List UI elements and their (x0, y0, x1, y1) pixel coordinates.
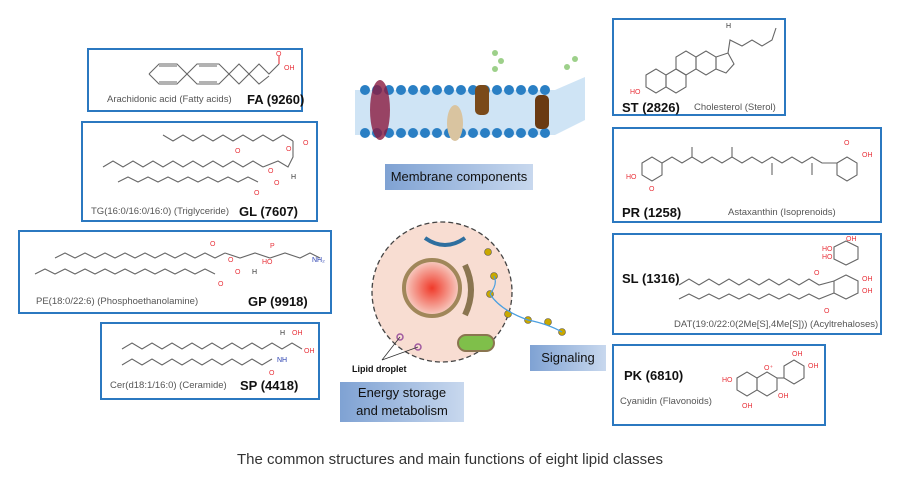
svg-text:OH: OH (862, 276, 873, 283)
svg-text:O: O (235, 269, 241, 276)
sp-class-code: SP (4418) (240, 378, 299, 393)
acyltrehalose-structure: OH HO HO OH OH O O (678, 236, 873, 315)
svg-text:HO: HO (626, 174, 637, 181)
membrane-components-label: Membrane components (385, 164, 533, 190)
svg-text:O: O (218, 281, 224, 288)
signaling-label: Signaling (530, 345, 606, 371)
svg-text:O: O (824, 308, 830, 315)
svg-text:O: O (286, 146, 292, 153)
svg-text:P: P (270, 243, 275, 250)
svg-text:O⁺: O⁺ (764, 365, 773, 372)
fa-example-name: Arachidonic acid (Fatty acids) (107, 94, 232, 105)
pr-box: HO O O OH PR (1258) Astaxanthin (Isopren… (612, 127, 882, 223)
lipid-droplet-label: Lipid droplet (352, 364, 407, 374)
cholesterol-structure: HO H (630, 23, 777, 96)
svg-text:O: O (254, 190, 260, 197)
sp-box: OH OH NH O H Cer(d18:1/16:0) (Ceramide) … (100, 322, 320, 400)
svg-text:HO: HO (722, 377, 733, 384)
svg-text:HO: HO (822, 254, 833, 261)
svg-text:O: O (844, 140, 850, 147)
gl-box: O O O O O O H TG(16:0/16:0/16:0) (Trigly… (81, 121, 318, 222)
svg-text:O: O (276, 51, 282, 58)
cyanidin-structure: HO O⁺ OH OH OH OH (722, 351, 819, 410)
svg-text:OH: OH (846, 236, 857, 243)
cell-membrane-illustration (355, 50, 585, 141)
svg-text:O: O (274, 180, 280, 187)
svg-text:O: O (228, 257, 234, 264)
sp-example-name: Cer(d18:1/16:0) (Ceramide) (110, 380, 227, 391)
gp-class-code: GP (9918) (248, 294, 308, 309)
astaxanthin-structure: HO O O OH (626, 140, 873, 193)
pk-example-name: Cyanidin (Flavonoids) (620, 396, 712, 407)
fa-box: O OH Arachidonic acid (Fatty acids) FA (… (87, 48, 305, 112)
svg-text:O: O (649, 186, 655, 193)
svg-text:OH: OH (742, 403, 753, 410)
svg-text:OH: OH (862, 152, 873, 159)
gl-class-code: GL (7607) (239, 204, 299, 219)
gp-box: O O O O P HO H NH₂ PE(18:0/22:6) (Phosph… (18, 230, 332, 314)
gp-example-name: PE(18:0/22:6) (Phosphoethanolamine) (36, 296, 199, 307)
energy-storage-label: Energy storage and metabolism (340, 382, 464, 422)
pr-example-name: Astaxanthin (Isoprenoids) (728, 207, 836, 218)
fa-class-code: FA (9260) (247, 92, 305, 107)
svg-text:O: O (303, 140, 309, 147)
svg-text:HO: HO (630, 89, 641, 96)
svg-text:OH: OH (292, 330, 303, 337)
svg-text:O: O (268, 168, 274, 175)
figure-caption: The common structures and main functions… (236, 451, 664, 468)
sl-class-code: SL (1316) (622, 271, 680, 286)
svg-text:NH₂: NH₂ (312, 257, 325, 264)
svg-text:HO: HO (822, 246, 833, 253)
svg-text:O: O (235, 148, 241, 155)
svg-text:O: O (210, 241, 216, 248)
svg-text:H: H (291, 174, 296, 181)
sl-box: OH HO HO OH OH O O SL (1316) DAT(19:0/22… (612, 233, 882, 335)
cell-illustration (371, 221, 566, 363)
svg-text:H: H (726, 23, 731, 30)
svg-text:OH: OH (778, 393, 789, 400)
pk-class-code: PK (6810) (624, 368, 684, 383)
svg-text:OH: OH (862, 288, 873, 295)
svg-text:H: H (280, 330, 285, 337)
sl-example-name: DAT(19:0/22:0(2Me[S],4Me[S])) (Acyltreha… (674, 319, 879, 330)
svg-text:OH: OH (304, 348, 315, 355)
phosphoethanolamine-structure: O O O O P HO H NH₂ (34, 241, 325, 288)
pk-box: PK (6810) Cyanidin (Flavonoids) HO O⁺ OH… (612, 344, 826, 426)
energy-label-line1: Energy storage (357, 385, 447, 400)
svg-text:NH: NH (277, 357, 287, 364)
svg-text:OH: OH (808, 363, 819, 370)
svg-text:H: H (252, 269, 257, 276)
gl-example-name: TG(16:0/16:0/16:0) (Triglyceride) (91, 206, 229, 217)
pr-class-code: PR (1258) (622, 205, 682, 220)
svg-text:O: O (269, 370, 275, 377)
st-class-code: ST (2826) (622, 100, 680, 115)
svg-text:O: O (814, 270, 820, 277)
svg-text:OH: OH (284, 65, 295, 72)
energy-label-line2: and metabolism (356, 403, 448, 418)
ceramide-structure: OH OH NH O H (121, 330, 315, 377)
signaling-label-text: Signaling (541, 350, 595, 365)
st-box: HO H ST (2826) Cholesterol (Sterol) (612, 18, 786, 116)
svg-text:OH: OH (792, 351, 803, 358)
triglyceride-structure: O O O O O O H (102, 134, 309, 197)
arachidonic-acid-structure: O OH (148, 51, 295, 85)
st-example-name: Cholesterol (Sterol) (694, 102, 776, 113)
svg-text:HO: HO (262, 259, 273, 266)
